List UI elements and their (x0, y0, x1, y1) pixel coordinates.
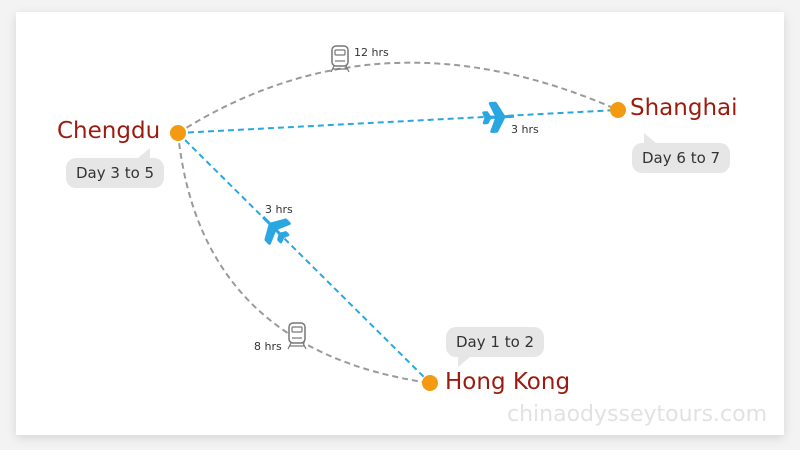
city-label-chengdu[interactable]: Chengdu (57, 118, 161, 144)
duration-flight-hongkong-chengdu: 3 hrs (265, 203, 293, 216)
day-range-shanghai: Day 6 to 7 (642, 149, 721, 167)
bubble-tail (458, 357, 470, 367)
map-card (16, 12, 784, 435)
city-label-shanghai[interactable]: Shanghai (630, 95, 738, 121)
day-bubble-hongkong: Day 1 to 2 (446, 327, 545, 367)
bubble-tail (138, 148, 151, 158)
node-shanghai[interactable] (610, 102, 626, 118)
duration-train-chengdu-shanghai: 12 hrs (354, 46, 389, 59)
train-route-chengdu-hongkong (177, 132, 431, 384)
duration-flight-chengdu-shanghai: 3 hrs (511, 123, 539, 136)
bubble-tail (644, 133, 656, 143)
day-bubble-shanghai: Day 6 to 7 (632, 133, 731, 173)
train-icon (330, 45, 350, 73)
duration-train-hongkong-chengdu: 8 hrs (254, 340, 282, 353)
plane-icon (262, 216, 291, 245)
node-chengdu[interactable] (170, 125, 186, 141)
train-route-chengdu-shanghai (177, 61, 619, 134)
watermark: chinaodysseytours.com (507, 402, 768, 427)
flight-route-chengdu-hongkong (177, 132, 431, 384)
day-range-chengdu: Day 3 to 5 (76, 164, 155, 182)
train-icon (287, 322, 307, 350)
city-label-hongkong[interactable]: Hong Kong (445, 369, 571, 395)
day-range-hongkong: Day 1 to 2 (456, 333, 535, 351)
flight-route-chengdu-shanghai (177, 109, 619, 134)
node-hongkong[interactable] (422, 375, 438, 391)
plane-icon (482, 101, 515, 133)
day-bubble-chengdu: Day 3 to 5 (66, 148, 165, 188)
